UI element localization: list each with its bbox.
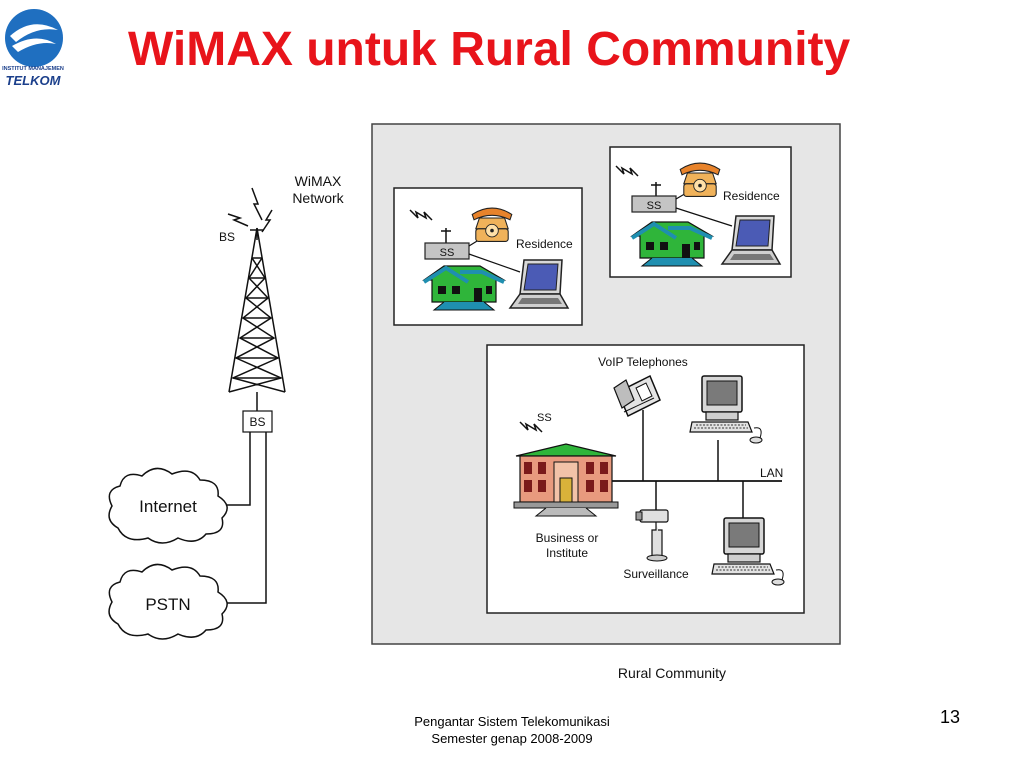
residence-2-signal-icon <box>615 165 639 177</box>
business-box: VoIP Telephones LAN Surveillance SS <box>486 344 805 614</box>
internet-link-line <box>225 432 251 506</box>
residence-1-signal-icon <box>409 209 433 221</box>
pstn-cloud <box>108 563 228 640</box>
signal-zigzag-top-icon <box>251 187 263 221</box>
logo-name: TELKOM <box>5 73 61 88</box>
surveillance-camera-icon <box>635 509 669 562</box>
residence-1-box: SS Residence <box>393 187 583 326</box>
residence-1-ss-label: SS <box>440 247 455 259</box>
surveillance-label: Surveillance <box>623 567 689 581</box>
telkom-logo <box>2 6 66 90</box>
residence-2-phone-icon <box>679 162 721 197</box>
tower-bs-label: BS <box>219 230 235 244</box>
bs-box <box>242 410 273 433</box>
wimax-network-label-1: WiMAX <box>295 173 342 189</box>
business-label-2: Institute <box>546 546 588 560</box>
logo-caption: INSTITUT MANAJEMEN <box>2 66 64 72</box>
telkom-swirl-logo-icon <box>5 9 63 67</box>
voip-label: VoIP Telephones <box>598 355 688 369</box>
wimax-network-label-2: Network <box>292 190 344 206</box>
business-signal-icon <box>519 421 543 433</box>
internet-cloud <box>108 467 228 544</box>
slide-title: WiMAX untuk Rural Community <box>128 23 851 76</box>
pstn-link-line <box>225 432 267 604</box>
signal-zigzag-right-icon <box>261 209 273 233</box>
base-station-tower <box>228 227 286 412</box>
residence-2-ss-label: SS <box>647 200 662 212</box>
bs-box-label: BS <box>249 415 265 429</box>
footer-line-2: Semester genap 2008-2009 <box>431 731 593 746</box>
internet-label: Internet <box>139 497 197 516</box>
lan-label: LAN <box>760 466 783 480</box>
footer-line-1: Pengantar Sistem Telekomunikasi <box>414 714 610 729</box>
residence-2-box: SS Residence <box>609 146 792 278</box>
slide-footer: Pengantar Sistem Telekomunikasi Semester… <box>362 713 662 747</box>
voip-phone-icon <box>613 374 661 418</box>
business-label-1: Business or <box>536 531 599 545</box>
pstn-label: PSTN <box>145 595 190 614</box>
page-number: 13 <box>939 707 961 727</box>
signal-zigzag-left-icon <box>227 213 249 227</box>
business-ss-label: SS <box>537 412 552 424</box>
residence-1-label: Residence <box>516 237 573 251</box>
business-building-icon <box>513 443 619 517</box>
residence-1-phone-icon <box>471 207 513 242</box>
residence-2-label: Residence <box>723 189 780 203</box>
rural-community-label: Rural Community <box>618 665 726 681</box>
